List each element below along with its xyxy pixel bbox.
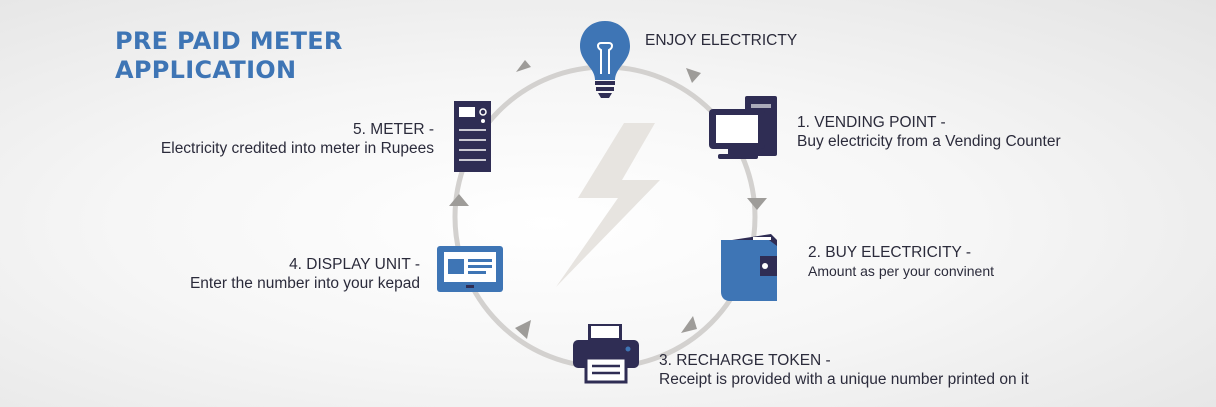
arrow-icon <box>516 60 531 72</box>
meter-icon <box>454 101 491 172</box>
step-heading: 2. BUY ELECTRICITY - <box>808 244 972 261</box>
step-heading: 5. METER - <box>353 121 434 138</box>
arrow-icon <box>686 68 701 83</box>
light-bulb-icon <box>580 21 630 98</box>
step-heading: 1. VENDING POINT - <box>797 114 946 131</box>
step-description: Buy electricity from a Vending Counter <box>797 133 1061 150</box>
arrow-icon <box>681 316 697 333</box>
display-unit-icon <box>437 246 503 292</box>
step-heading: 4. DISPLAY UNIT - <box>289 256 420 273</box>
step-token-label: 3. RECHARGE TOKEN - Receipt is provided … <box>659 351 1029 389</box>
step-display-label: 4. DISPLAY UNIT - Enter the number into … <box>190 255 420 293</box>
wallet-icon <box>721 234 777 301</box>
arrow-icon <box>515 320 531 339</box>
step-heading: ENJOY ELECTRICTY <box>645 32 798 49</box>
title-line-2: APPLICATION <box>115 56 297 84</box>
step-description: Receipt is provided with a unique number… <box>659 371 1029 388</box>
step-enjoy-label: ENJOY ELECTRICTY <box>645 31 797 50</box>
printer-icon <box>573 324 639 384</box>
step-description: Enter the number into your kepad <box>189 275 420 292</box>
step-vending-label: 1. VENDING POINT - Buy electricity from … <box>797 113 1061 151</box>
step-heading: 3. RECHARGE TOKEN - <box>659 352 831 369</box>
step-description: Amount as per your convinent <box>808 263 994 279</box>
title-line-1: PRE PAID METER <box>115 27 343 55</box>
arrow-icon <box>449 194 469 206</box>
step-description: Electricity credited into meter in Rupee… <box>160 140 434 157</box>
arrow-icon <box>747 198 767 210</box>
page-title: PRE PAID METER APPLICATION <box>115 27 343 85</box>
lightning-bolt-icon <box>556 123 660 287</box>
step-meter-label: 5. METER - Electricity credited into met… <box>161 120 434 158</box>
step-buy-label: 2. BUY ELECTRICITY - Amount as per your … <box>808 243 994 281</box>
cycle-arrows <box>449 60 767 339</box>
computer-icon <box>709 96 777 159</box>
